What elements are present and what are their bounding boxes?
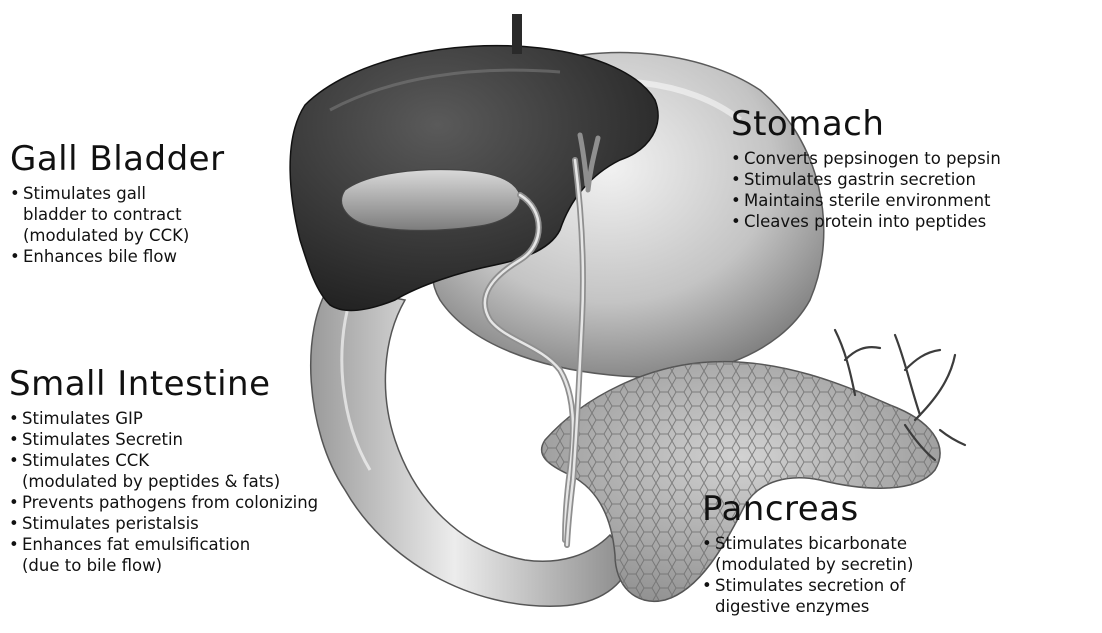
bullet-item: •Stimulates bicarbonate(modulated by sec… <box>702 533 913 575</box>
bullet-icon: • <box>9 408 22 429</box>
bullet-text: Stimulates peristalsis <box>22 514 199 533</box>
bullet-text: Stimulates Secretin <box>22 430 183 449</box>
bullet-icon: • <box>9 492 22 513</box>
bullet-item: •Cleaves protein into peptides <box>731 211 1001 232</box>
bullet-item: •Enhances bile flow <box>10 246 225 267</box>
small-intestine-title: Small Intestine <box>9 364 318 404</box>
bullet-icon: • <box>731 148 744 169</box>
bullet-icon: • <box>9 534 22 555</box>
bullet-item: •Prevents pathogens from colonizing <box>9 492 318 513</box>
bullet-text: Stimulates CCK <box>22 451 149 470</box>
bullet-text: Converts pepsinogen to pepsin <box>744 149 1001 168</box>
bullet-continuation: bladder to contract <box>10 204 225 225</box>
bullet-icon: • <box>10 246 23 267</box>
bullet-icon: • <box>731 190 744 211</box>
bullet-text: Stimulates bicarbonate <box>715 534 907 553</box>
bullet-icon: • <box>10 183 23 204</box>
bullet-text: Enhances bile flow <box>23 247 177 266</box>
bullet-text: Prevents pathogens from colonizing <box>22 493 318 512</box>
bullet-text: Stimulates GIP <box>22 409 143 428</box>
small-intestine-annotation: Small Intestine •Stimulates GIP•Stimulat… <box>9 364 318 576</box>
pancreas-list: •Stimulates bicarbonate(modulated by sec… <box>702 533 913 617</box>
bullet-continuation: (modulated by CCK) <box>10 225 225 246</box>
bullet-item: •Converts pepsinogen to pepsin <box>731 148 1001 169</box>
pancreas-title: Pancreas <box>702 489 913 529</box>
bullet-continuation: (due to bile flow) <box>9 555 318 576</box>
bullet-continuation: (modulated by peptides & fats) <box>9 471 318 492</box>
bullet-item: •Stimulates GIP <box>9 408 318 429</box>
stomach-list: •Converts pepsinogen to pepsin•Stimulate… <box>731 148 1001 232</box>
bullet-item: •Stimulates Secretin <box>9 429 318 450</box>
pancreas-annotation: Pancreas •Stimulates bicarbonate(modulat… <box>702 489 913 617</box>
bullet-item: •Stimulates CCK(modulated by peptides & … <box>9 450 318 492</box>
bullet-item: •Maintains sterile environment <box>731 190 1001 211</box>
bullet-text: Stimulates gastrin secretion <box>744 170 976 189</box>
small-intestine-list: •Stimulates GIP•Stimulates Secretin•Stim… <box>9 408 318 576</box>
bullet-continuation: (modulated by secretin) <box>702 554 913 575</box>
gall-bladder-title: Gall Bladder <box>10 139 225 179</box>
bullet-text: Enhances fat emulsification <box>22 535 250 554</box>
bullet-icon: • <box>9 513 22 534</box>
bullet-icon: • <box>731 169 744 190</box>
bullet-text: Stimulates gall <box>23 184 146 203</box>
bullet-icon: • <box>702 575 715 596</box>
bullet-continuation: digestive enzymes <box>702 596 913 617</box>
bullet-text: Cleaves protein into peptides <box>744 212 986 231</box>
stomach-annotation: Stomach •Converts pepsinogen to pepsin•S… <box>731 104 1001 232</box>
bullet-text: Maintains sterile environment <box>744 191 991 210</box>
gall-bladder-shape <box>342 170 521 231</box>
stomach-title: Stomach <box>731 104 1001 144</box>
bullet-icon: • <box>731 211 744 232</box>
bullet-item: •Stimulates peristalsis <box>9 513 318 534</box>
vessel-stub <box>512 14 522 54</box>
bullet-icon: • <box>9 450 22 471</box>
bullet-item: •Stimulates gastrin secretion <box>731 169 1001 190</box>
bullet-icon: • <box>9 429 22 450</box>
bullet-item: •Enhances fat emulsification(due to bile… <box>9 534 318 576</box>
bullet-text: Stimulates secretion of <box>715 576 905 595</box>
bullet-icon: • <box>702 533 715 554</box>
